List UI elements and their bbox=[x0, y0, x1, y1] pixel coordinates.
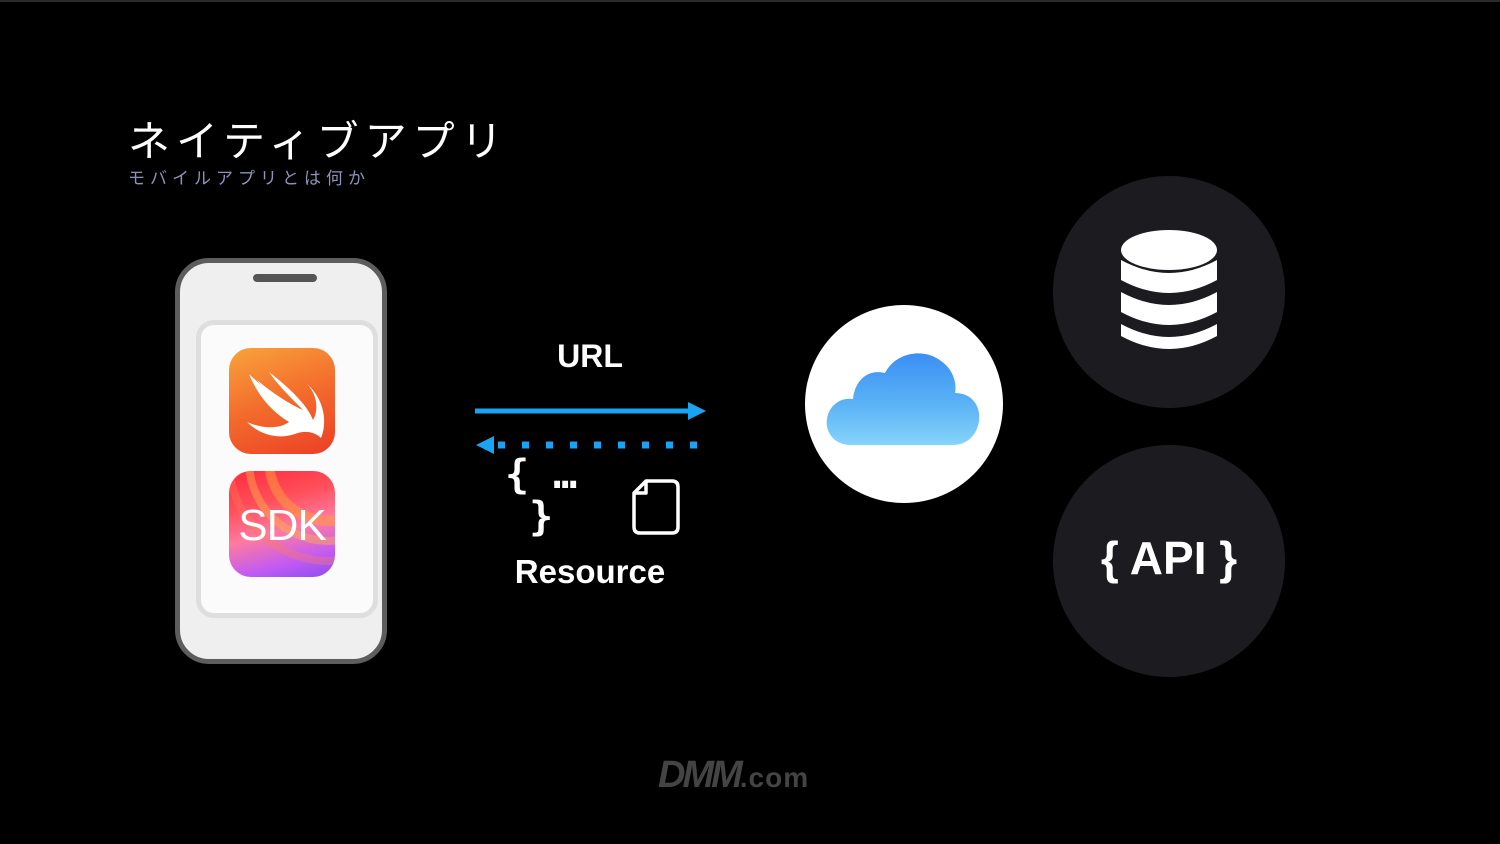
swift-app-icon bbox=[229, 348, 335, 454]
cloud-server bbox=[805, 305, 1003, 503]
phone-screen: SDK bbox=[196, 320, 378, 618]
sdk-label: SDK bbox=[238, 501, 326, 550]
response-label: Resource bbox=[514, 553, 666, 590]
sdk-gradient-arcs bbox=[229, 471, 335, 565]
database-icon bbox=[1121, 230, 1217, 349]
swift-bird-icon bbox=[247, 372, 325, 438]
cloud-icon bbox=[826, 353, 980, 445]
api-label: { API } bbox=[1100, 532, 1238, 584]
slide-title: ネイティブアプリ bbox=[128, 117, 509, 166]
request-arrow bbox=[475, 402, 706, 420]
sdk-app-icon: SDK bbox=[229, 471, 335, 577]
document-icon bbox=[632, 479, 680, 535]
dmm-logo: DMM.com bbox=[658, 754, 809, 797]
phone-speaker bbox=[253, 274, 317, 282]
request-label: URL bbox=[557, 338, 623, 374]
logo-suffix-text: .com bbox=[739, 762, 810, 793]
response-arrow-dotted bbox=[476, 436, 700, 454]
logo-main-text: DMM bbox=[658, 754, 743, 796]
api-node: { API } bbox=[1053, 445, 1285, 677]
json-snippet: { … } bbox=[505, 452, 578, 540]
slide-subtitle: モバイルアプリとは何か bbox=[128, 169, 370, 189]
smartphone: SDK bbox=[175, 258, 387, 664]
arrows bbox=[475, 402, 706, 454]
top-border bbox=[0, 0, 1500, 2]
database-node bbox=[1053, 176, 1285, 408]
